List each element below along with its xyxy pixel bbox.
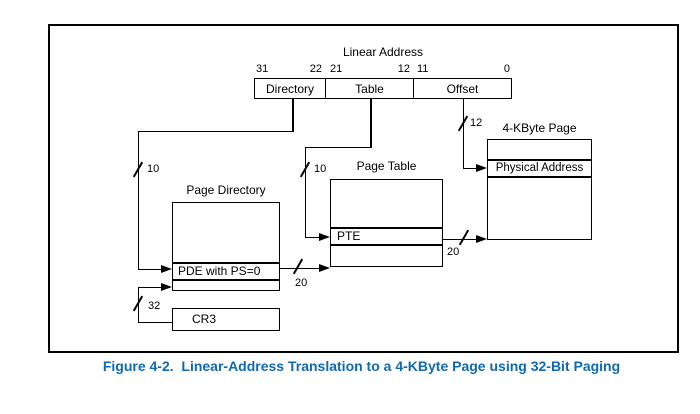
cr3-input-line — [137, 286, 164, 288]
page-directory-box — [172, 202, 280, 291]
offset-line-down — [462, 99, 464, 168]
4kbyte-page-row-divider-top — [488, 159, 591, 161]
pde-input-line — [137, 268, 164, 270]
linear-address-title: Linear Address — [342, 45, 424, 59]
field-table: Table — [326, 79, 414, 98]
linear-address-box: Directory Table Offset — [254, 78, 512, 99]
pte-input-arrowhead-icon — [319, 232, 330, 241]
directory-line-horizontal — [137, 130, 294, 132]
bit-11: 11 — [417, 63, 429, 75]
page-directory-row-divider-top — [173, 262, 279, 264]
field-offset: Offset — [446, 81, 479, 96]
page-table-title: Page Table — [356, 159, 417, 173]
field-directory: Directory — [255, 79, 326, 98]
pde-output-arrowhead-icon — [319, 263, 330, 272]
page-table-row-divider-bottom — [331, 244, 442, 246]
pte-entry-label: PTE — [337, 229, 361, 243]
page-table-row-divider-top — [331, 227, 442, 229]
page-directory-title: Page Directory — [186, 183, 266, 197]
4kbyte-page-row-divider-bottom — [488, 176, 591, 178]
page-table-box — [330, 179, 443, 267]
cr3-output-line — [137, 321, 174, 323]
bit-12: 12 — [397, 63, 410, 75]
figure-caption: Figure 4-2. Linear-Address Translation t… — [102, 358, 621, 374]
bit-0: 0 — [503, 63, 510, 75]
table-line-horizontal — [304, 146, 372, 148]
directory-line-down — [292, 99, 294, 131]
directory-bus-width: 10 — [147, 163, 160, 175]
physical-address-arrowhead-icon — [476, 163, 487, 172]
4kbyte-page-title: 4-KByte Page — [502, 121, 577, 135]
pte-output-bus-width: 20 — [447, 246, 460, 258]
4kbyte-page-box — [487, 139, 592, 240]
pte-input-line — [304, 236, 323, 238]
physical-address-input-line — [462, 167, 480, 169]
pde-output-line — [280, 267, 322, 269]
pde-output-bus-width: 20 — [295, 277, 308, 289]
bit-range-offset: 11 0 — [413, 63, 512, 76]
table-line-down — [370, 99, 372, 147]
pde-entry-label: PDE with PS=0 — [178, 264, 261, 278]
cr3-bus-width: 32 — [148, 300, 161, 312]
bit-21: 21 — [330, 63, 343, 75]
cr3-arrowhead-icon — [161, 282, 172, 291]
bit-range-table: 21 12 — [325, 63, 413, 76]
table-bus-width: 10 — [314, 163, 327, 175]
cr3-label: CR3 — [192, 312, 217, 326]
table-line-vertical — [304, 146, 306, 238]
figure-border — [48, 24, 679, 353]
bit-range-directory: 31 22 — [254, 63, 325, 76]
bit-31: 31 — [256, 63, 269, 75]
directory-line-vertical — [137, 130, 139, 270]
physical-address-label: Physical Address — [495, 162, 584, 174]
page-directory-row-divider-bottom — [173, 279, 279, 281]
cr3-box — [172, 308, 280, 331]
offset-bus-width: 12 — [470, 117, 483, 129]
bit-22: 22 — [309, 63, 322, 75]
pte-output-arrowhead-icon — [476, 234, 487, 243]
pde-input-arrowhead-icon — [161, 264, 172, 273]
